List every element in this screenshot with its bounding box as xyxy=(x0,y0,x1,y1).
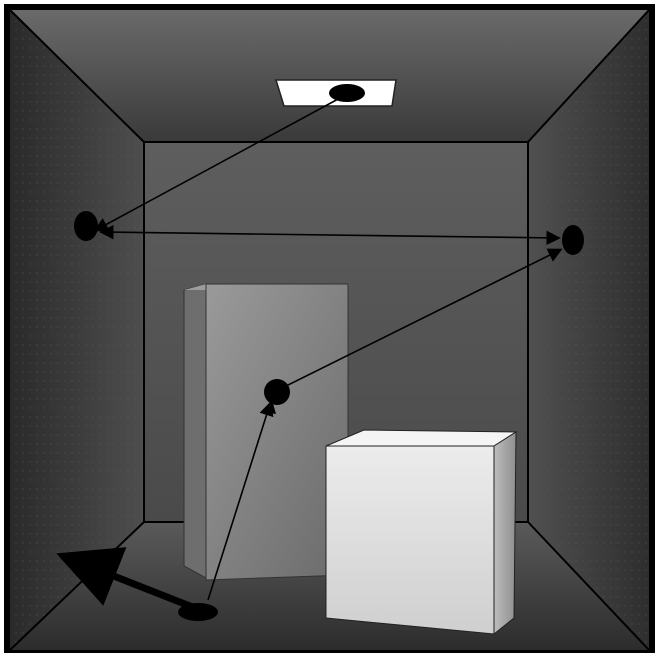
tall-panel-side xyxy=(184,284,206,578)
box-side xyxy=(494,432,516,634)
left-wall-bounce xyxy=(74,211,98,241)
right-wall-bounce xyxy=(562,225,584,255)
box-front xyxy=(326,446,494,634)
floor-bounce xyxy=(178,603,218,621)
ceiling-light-source xyxy=(329,84,365,102)
panel-bounce xyxy=(264,379,290,405)
